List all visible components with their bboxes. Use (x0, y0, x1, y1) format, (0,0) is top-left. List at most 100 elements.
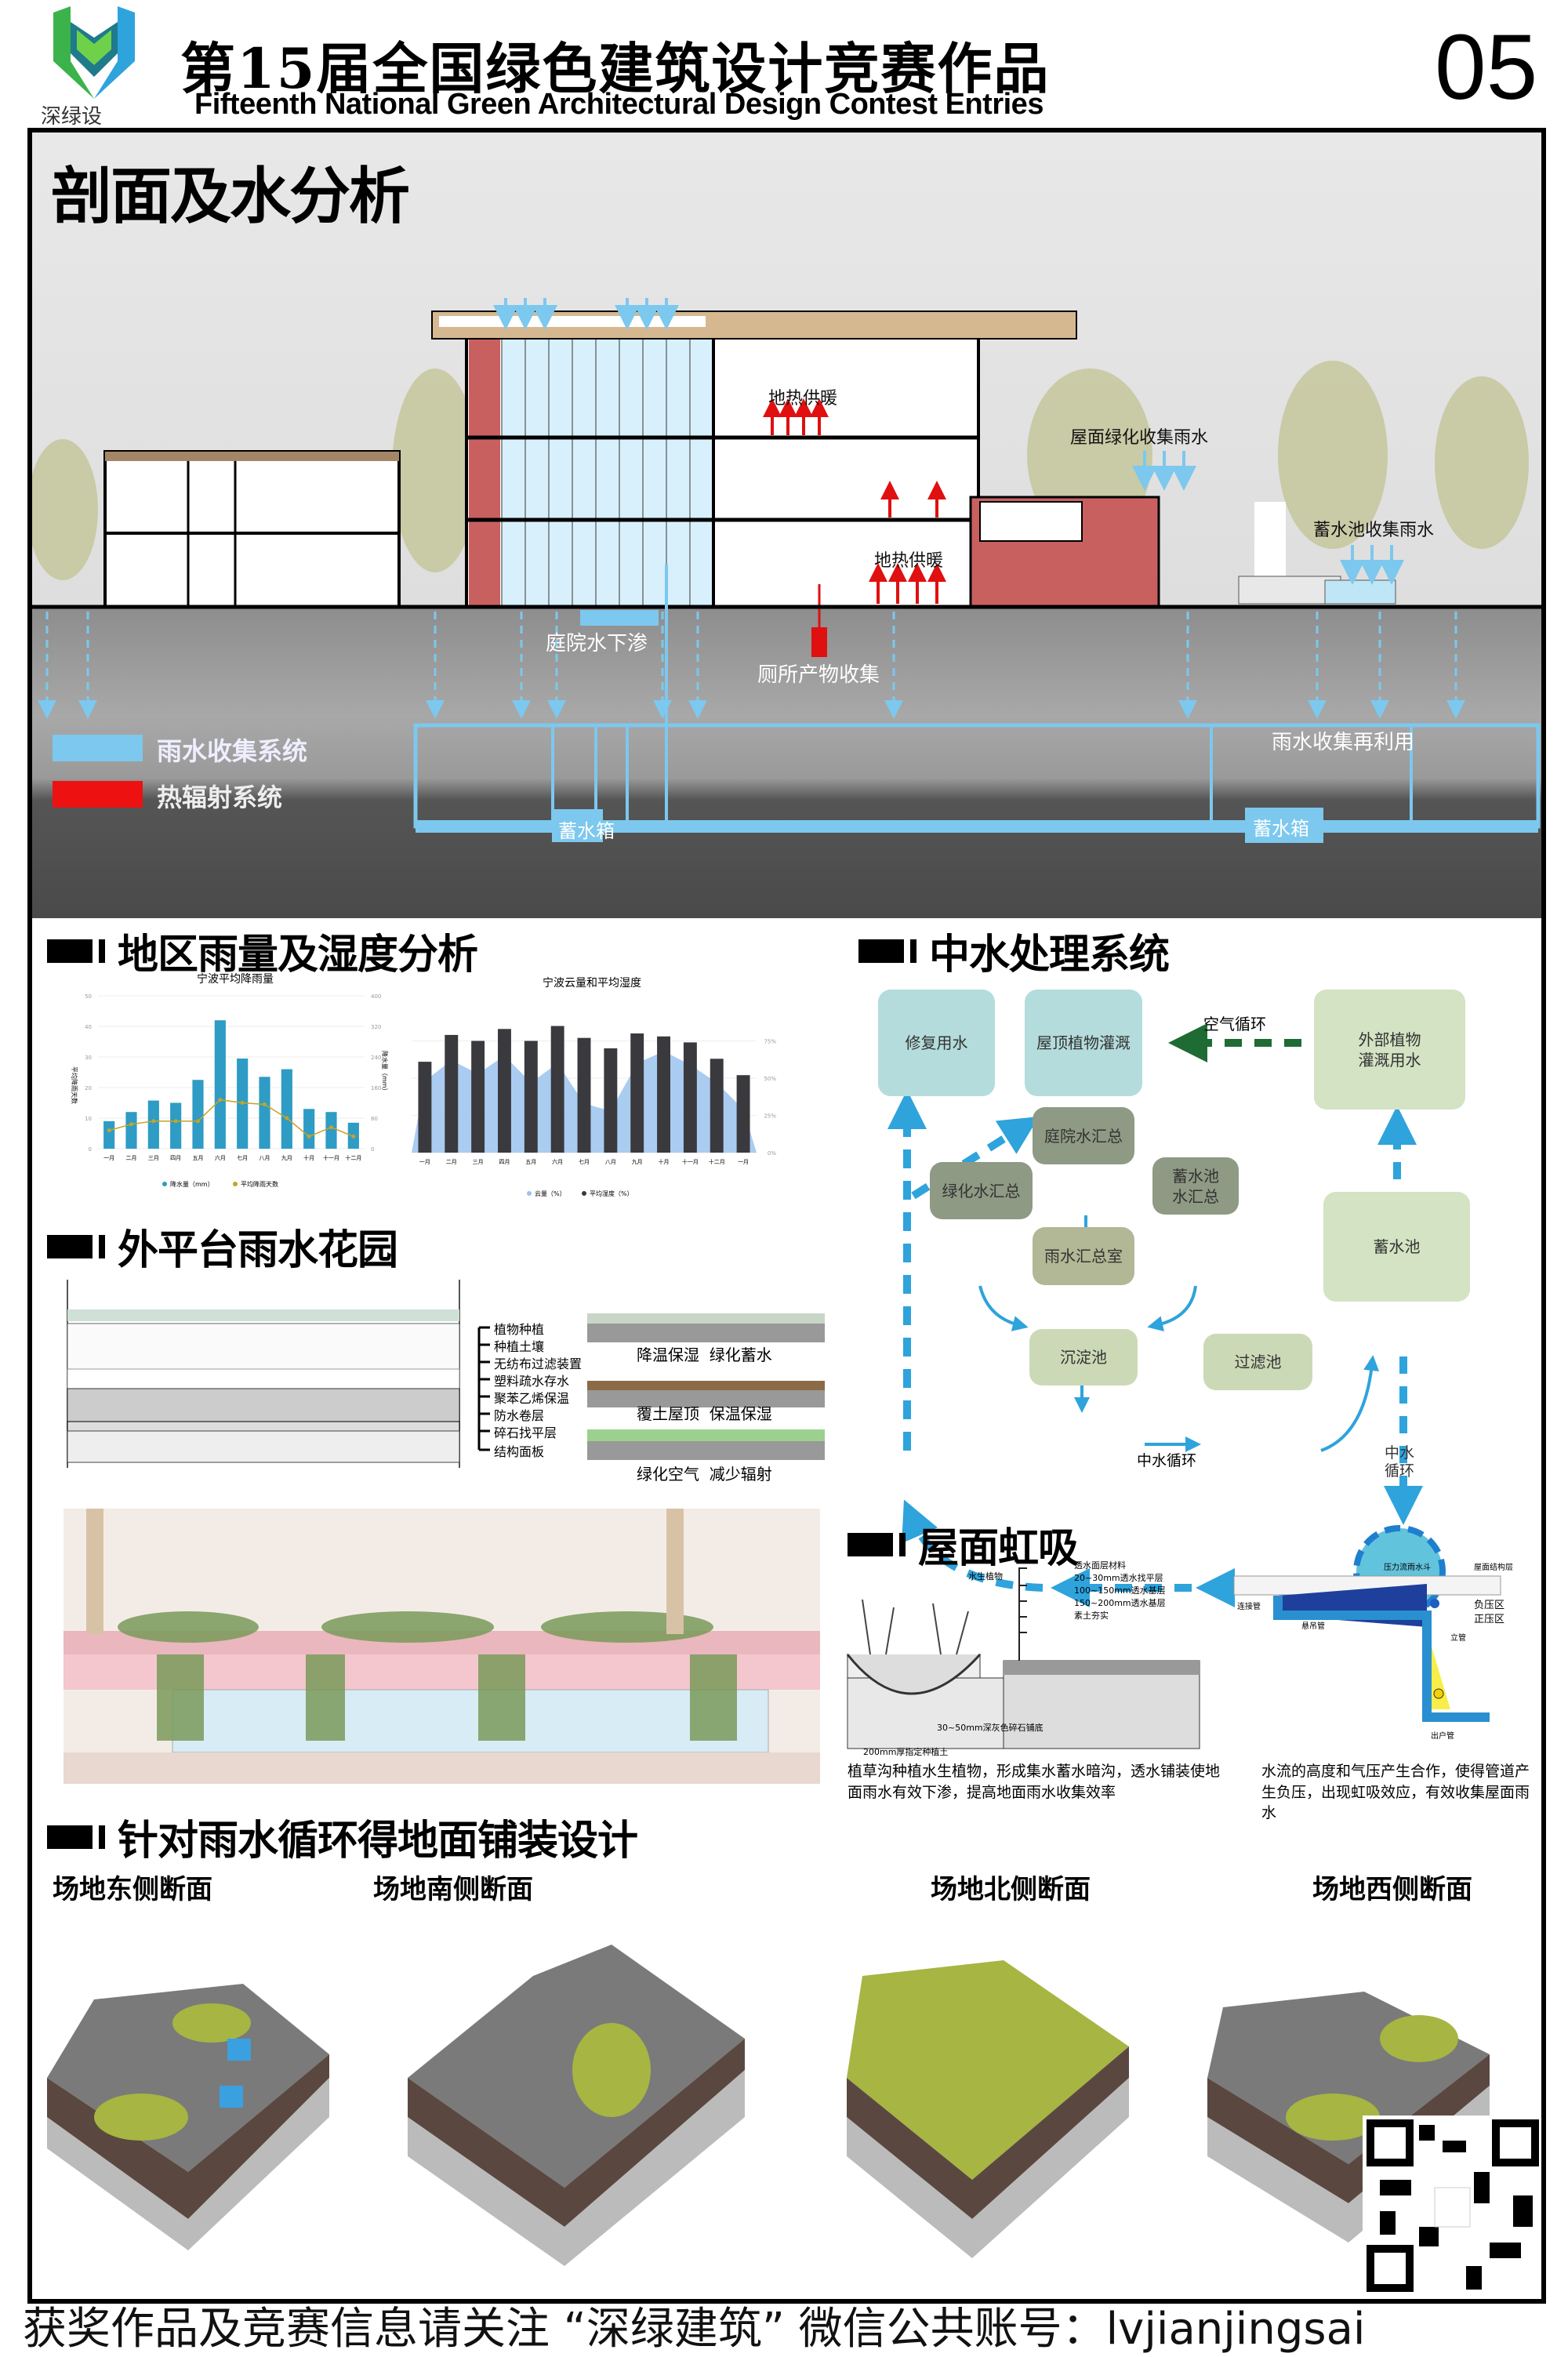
garden-rendering (64, 1509, 820, 1784)
siphon-label: 30~50mm深灰色碎石铺底 (937, 1723, 1044, 1733)
x-tick-label: 十一月 (323, 1154, 339, 1161)
layer-label: 结构面板 (494, 1444, 545, 1459)
toilet-collector (811, 627, 827, 657)
y2-tick-label: 400 (371, 993, 381, 1000)
y-tick-label: 40 (85, 1024, 92, 1030)
layer-label: 碎石找平层 (494, 1425, 557, 1440)
legend-swatch-heat (53, 781, 143, 808)
x-tick-label: 四月 (499, 1159, 510, 1165)
courtyard-infiltration-bed (580, 610, 659, 626)
y2-tick-label: 320 (371, 1024, 381, 1030)
siphon-label: 出户管 (1431, 1732, 1454, 1741)
y2-tick-label: 240 (371, 1055, 381, 1061)
contest-subtitle: Fifteenth National Green Architectural D… (194, 88, 1044, 121)
rain-bar (147, 1100, 159, 1149)
siphon-label: 屋面结构层 (1474, 1563, 1513, 1572)
x-tick-label: 三月 (473, 1159, 484, 1165)
y2-tick-label: 160 (371, 1085, 381, 1091)
strip-label: 降温保湿 绿化蓄水 (637, 1346, 772, 1364)
rain-days-point (351, 1134, 356, 1139)
x-tick-label: 七月 (579, 1158, 590, 1165)
rain-bar (125, 1112, 137, 1149)
layer-label: 防水卷层 (494, 1408, 545, 1423)
siphon-left-text: 植草沟种植水生植物，形成集水蓄水暗沟，透水铺装使地面雨水有效下渗，提高地面雨水收… (848, 1763, 1221, 1801)
humidity-bar (710, 1059, 724, 1153)
siphon-label: 150~200mm透水基层 (1074, 1598, 1166, 1608)
legend-marker (582, 1191, 586, 1196)
humidity-bar (577, 1037, 591, 1153)
flow-box-sediment: 沉淀池 (1029, 1329, 1138, 1386)
rain-bar (170, 1102, 182, 1149)
x-tick-label: 三月 (148, 1155, 159, 1161)
page-number: 05 (1435, 16, 1538, 119)
rain-days-point (107, 1128, 111, 1133)
x-tick-label: 六月 (215, 1154, 226, 1161)
layer-label: 种植土壤 (494, 1339, 545, 1354)
siphon-label: 水生植物 (968, 1571, 1003, 1582)
rain-days-point (173, 1119, 178, 1124)
y-tick-label: 25% (764, 1113, 776, 1120)
flow-box-roof-irrigation: 屋顶植物灌溉 (1025, 990, 1142, 1096)
y-tick-label: 30 (85, 1055, 92, 1061)
y2-tick-label: 0 (371, 1146, 374, 1153)
y2-tick-label: 80 (371, 1116, 378, 1122)
garden-layer-section (67, 1280, 825, 1468)
label-toilet: 厕所产物收集 (757, 663, 880, 687)
x-tick-label: 十月 (659, 1158, 670, 1165)
chart1-title: 宁波平均降雨量 (197, 973, 274, 986)
humidity-bar (630, 1033, 644, 1153)
view-west-heading: 场地西侧断面 (1312, 1874, 1472, 1905)
legend-label: 降水量（mm） (170, 1180, 214, 1188)
label-geothermal-upper: 地热供暖 (768, 389, 838, 409)
legend-marker (233, 1182, 238, 1186)
humidity-bar (445, 1034, 459, 1153)
humidity-bar (550, 1026, 564, 1153)
siphon-label: 200mm厚指定种植土 (863, 1747, 949, 1757)
board-frame (27, 128, 1546, 2304)
label-reuse: 雨水收集再利用 (1272, 731, 1415, 754)
x-tick-label: 一月 (738, 1159, 749, 1165)
y-axis-label: 平均降雨天数 (71, 1066, 78, 1104)
infiltration-arrows (38, 612, 1465, 719)
main-building (431, 311, 1396, 608)
legend-marker (527, 1191, 532, 1196)
paving-iso-diagrams (47, 1945, 1490, 2266)
garden-section-heading: 外平台雨水花园 (47, 1217, 398, 1276)
footer-text: 获奖作品及竞赛信息请关注 “深绿建筑” 微信公共账号：lvjianjingsai (23, 2304, 1366, 2355)
strip-label: 绿化空气 减少辐射 (637, 1465, 772, 1484)
x-tick-label: 五月 (193, 1155, 204, 1161)
y-tick-label: 10 (85, 1116, 92, 1122)
rain-bar (281, 1069, 292, 1149)
underground-background (32, 607, 1541, 918)
label-tank-1: 蓄水箱 (558, 820, 615, 842)
humidity-chart: 0%25%50%75%一月二月三月四月五月六月七月八月九月十月十一月十二月一月云… (412, 1026, 776, 1197)
flow-box-pool-sum: 蓄水池 水汇总 (1152, 1157, 1239, 1215)
geothermal-arrows (763, 398, 946, 604)
rain-days-point (263, 1102, 267, 1106)
humidity-bar (498, 1029, 511, 1153)
x-tick-label: 四月 (170, 1155, 181, 1161)
x-tick-label: 二月 (126, 1155, 137, 1161)
x-tick-label: 六月 (552, 1158, 563, 1165)
legend-positive-pressure: 正压区 (1474, 1614, 1505, 1625)
rain-days-point (151, 1119, 156, 1124)
iso-east (47, 1984, 329, 2250)
contest-title: 第15届全国绿色建筑设计竞赛作品 (180, 36, 1051, 101)
flow-box-pool: 蓄水池 (1323, 1192, 1470, 1302)
rain-days-point (129, 1122, 133, 1127)
layer-label: 塑料疏水存水 (494, 1374, 570, 1389)
flow-box-green: 绿化水汇总 (930, 1162, 1033, 1219)
x-tick-label: 十二月 (345, 1154, 361, 1161)
qr-code (1363, 2115, 1543, 2296)
air-cycle-label: 空气循环 (1203, 1015, 1266, 1033)
legend-label: 云量（%） (535, 1190, 566, 1197)
rain-days-line (108, 1099, 354, 1138)
siphon-label: 压力流雨水斗 (1384, 1563, 1431, 1572)
rain-bar (259, 1077, 270, 1149)
logo-icon (53, 6, 135, 99)
x-tick-label: 一月 (103, 1155, 114, 1161)
siphon-label: 立管 (1450, 1634, 1466, 1643)
x-tick-label: 八月 (605, 1159, 616, 1165)
humidity-bar (604, 1048, 618, 1153)
